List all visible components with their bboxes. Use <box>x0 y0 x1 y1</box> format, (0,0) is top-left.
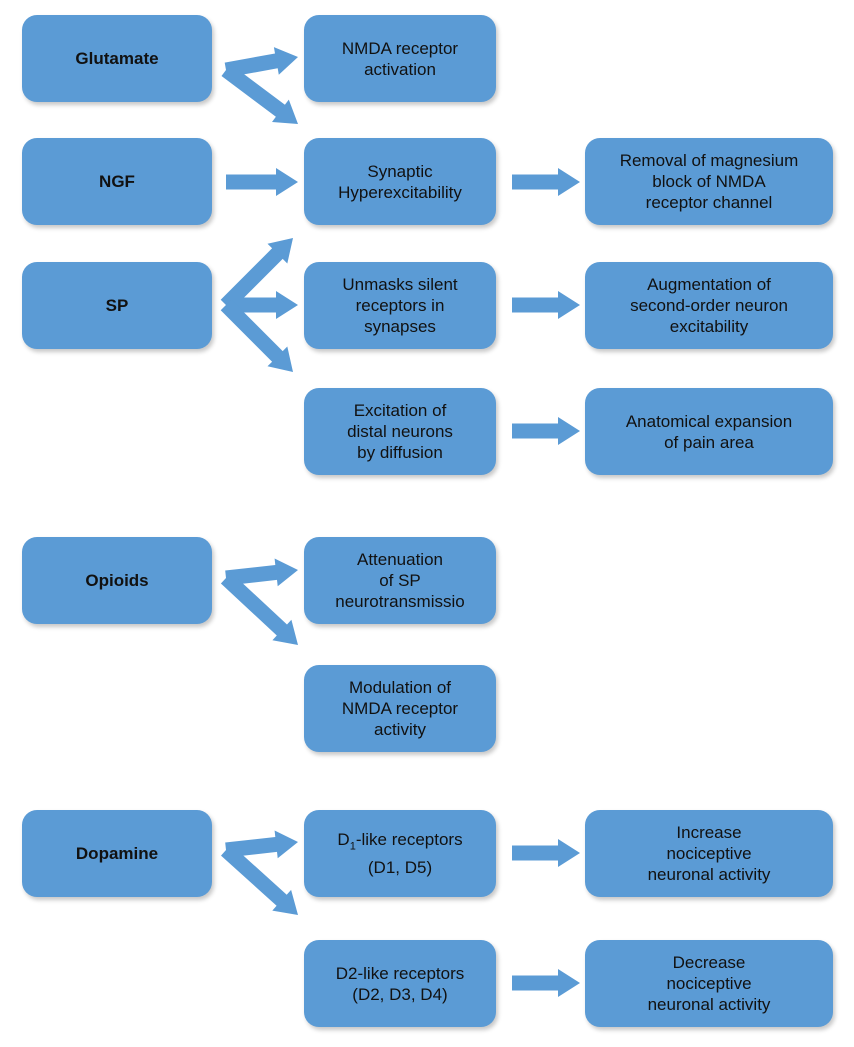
node-decrease-line2: nociceptive <box>666 974 752 993</box>
node-decrease-activity: Decrease nociceptive neuronal activity <box>585 940 833 1027</box>
node-unmasks-line3: synapses <box>364 317 436 336</box>
node-ngf-label: NGF <box>99 172 135 191</box>
node-augmentation-line3: excitability <box>669 317 749 336</box>
node-nmda-activation: NMDA receptor activation <box>304 15 496 102</box>
node-attenuation-sp: Attenuation of SP neurotransmissio <box>304 537 496 624</box>
node-decrease-line1: Decrease <box>672 953 746 972</box>
node-glutamate: Glutamate <box>22 15 212 102</box>
node-d2-line2: (D2, D3, D4) <box>352 984 448 1004</box>
arrow-opioids-to-attenuation <box>225 558 298 587</box>
node-removal-line2: block of NMDA <box>652 172 766 191</box>
node-increase-line3: neuronal activity <box>647 865 771 884</box>
node-modulation-nmda: Modulation of NMDA receptor activity <box>304 665 496 752</box>
node-dopamine-label: Dopamine <box>75 844 159 863</box>
node-anatomical-expansion: Anatomical expansion of pain area <box>585 388 833 475</box>
arrow-dopamine-to-d2 <box>221 844 298 915</box>
arrow-d1-to-increase <box>512 839 580 867</box>
node-excitation-distal: Excitation of distal neurons by diffusio… <box>304 388 496 475</box>
node-anatomical-line1: Anatomical expansion <box>625 411 793 431</box>
node-attenuation-line3: neurotransmissio <box>335 592 465 611</box>
node-unmasks-line2: receptors in <box>355 296 445 315</box>
arrow-dopamine-to-d1 <box>225 830 298 859</box>
node-excitation-line1: Excitation of <box>353 401 447 420</box>
node-modulation-line1: Modulation of <box>348 678 452 697</box>
arrow-sp-to-unmasks <box>226 291 298 319</box>
node-augmentation: Augmentation of second-order neuron exci… <box>585 262 833 349</box>
node-modulation-line2: NMDA receptor <box>341 699 459 718</box>
node-increase-line2: nociceptive <box>666 844 752 863</box>
node-ngf: NGF <box>22 138 212 225</box>
node-opioids: Opioids <box>22 537 212 624</box>
node-nmda-activation-line2: activation <box>364 59 436 79</box>
arrow-glutamate-to-nmda-activation <box>224 47 298 78</box>
node-dopamine: Dopamine <box>22 810 212 897</box>
arrow-excitation-to-anatomical <box>512 417 580 445</box>
arrow-sp-to-synaptic <box>220 238 293 311</box>
arrow-synaptic-to-removal <box>512 168 580 196</box>
node-sp: SP <box>22 262 212 349</box>
node-removal-magnesium: Removal of magnesium block of NMDA recep… <box>585 138 833 225</box>
node-d2-line1: D2-like receptors <box>335 963 465 983</box>
node-synaptic-line1: Synaptic <box>367 161 433 181</box>
node-d1-line1: D1-like receptors <box>337 829 463 853</box>
node-increase-line1: Increase <box>676 823 742 842</box>
node-attenuation-line1: Attenuation <box>356 550 443 569</box>
node-attenuation-line2: of SP <box>379 571 421 590</box>
node-glutamate-label: Glutamate <box>75 49 159 68</box>
node-synaptic-hyperexcitability: Synaptic Hyperexcitability <box>304 138 496 225</box>
node-excitation-line3: by diffusion <box>357 443 443 462</box>
node-opioids-label: Opioids <box>85 571 149 590</box>
node-d1-line2: (D1, D5) <box>367 858 433 878</box>
arrow-sp-to-excitation <box>220 299 293 372</box>
node-nmda-activation-line1: NMDA receptor <box>341 38 459 58</box>
node-removal-line3: receptor channel <box>645 193 773 212</box>
arrow-glutamate-to-synaptic <box>221 64 298 124</box>
node-unmasks-line1: Unmasks silent <box>342 275 458 294</box>
node-augmentation-line1: Augmentation of <box>647 275 771 294</box>
node-decrease-line3: neuronal activity <box>647 995 771 1014</box>
arrow-unmasks-to-augmentation <box>512 291 580 319</box>
arrow-d2-to-decrease <box>512 969 580 997</box>
node-d1-like-receptors: D1-like receptors (D1, D5) <box>304 810 496 897</box>
node-sp-label: SP <box>105 296 129 315</box>
node-d2-like-receptors: D2-like receptors (D2, D3, D4) <box>304 940 496 1027</box>
arrow-opioids-to-modulation <box>220 572 298 645</box>
node-synaptic-line2: Hyperexcitability <box>338 182 462 202</box>
node-removal-line1: Removal of magnesium <box>619 151 799 170</box>
node-modulation-line3: activity <box>374 720 426 739</box>
node-anatomical-line2: of pain area <box>664 432 754 452</box>
node-augmentation-line2: second-order neuron <box>630 296 788 315</box>
arrow-ngf-to-synaptic <box>226 168 298 196</box>
node-increase-activity: Increase nociceptive neuronal activity <box>585 810 833 897</box>
node-unmasks-silent: Unmasks silent receptors in synapses <box>304 262 496 349</box>
node-excitation-line2: distal neurons <box>347 422 453 441</box>
